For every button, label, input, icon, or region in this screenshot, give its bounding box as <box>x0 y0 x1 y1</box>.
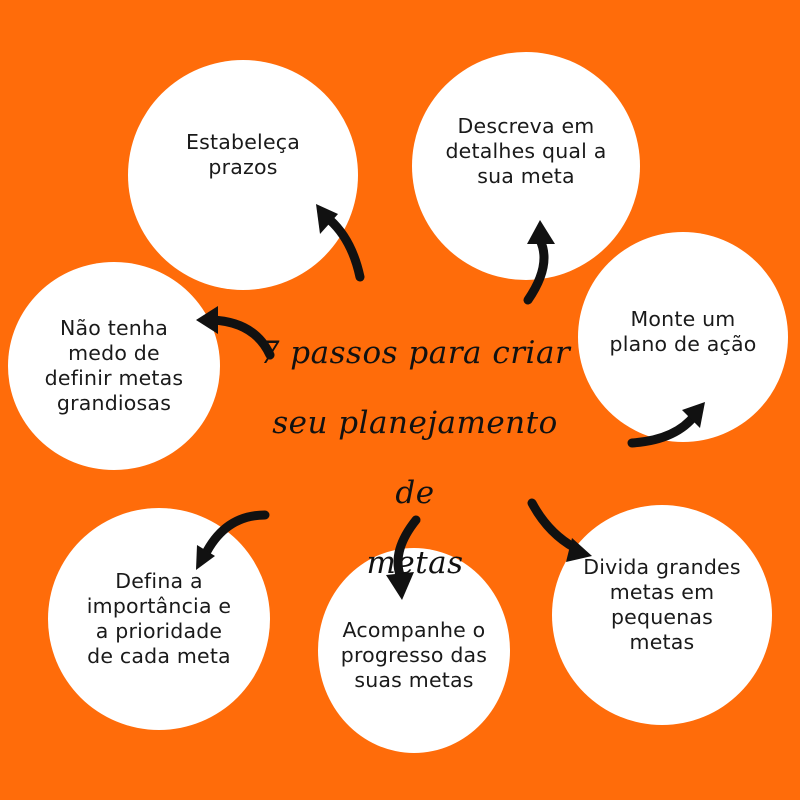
step-label: Monte um plano de ação <box>609 307 757 356</box>
diagram-title: 7 passos para criar seu planejamento de … <box>259 335 571 581</box>
step-circle-acompanhe: Acompanhe o progresso das suas metas <box>318 548 510 753</box>
step-circle-divida: Divida grandes metas em pequenas metas <box>552 505 772 725</box>
step-label: Divida grandes metas em pequenas metas <box>583 555 741 654</box>
step-circle-defina: Defina a importância e a prioridade de c… <box>48 508 270 730</box>
step-circle-prazos: Estabeleça prazos <box>128 60 358 290</box>
step-label: Estabeleça prazos <box>186 130 300 179</box>
step-label: Defina a importância e a prioridade de c… <box>86 569 232 668</box>
step-circle-plano: Monte um plano de ação <box>578 232 788 442</box>
step-label: Descreva em detalhes qual a sua meta <box>445 113 607 188</box>
step-circle-descreva: Descreva em detalhes qual a sua meta <box>412 52 640 280</box>
step-label: Não tenha medo de definir metas grandios… <box>44 316 184 415</box>
step-label: Acompanhe o progresso das suas metas <box>340 618 488 692</box>
step-circle-medo: Não tenha medo de definir metas grandios… <box>8 262 220 470</box>
